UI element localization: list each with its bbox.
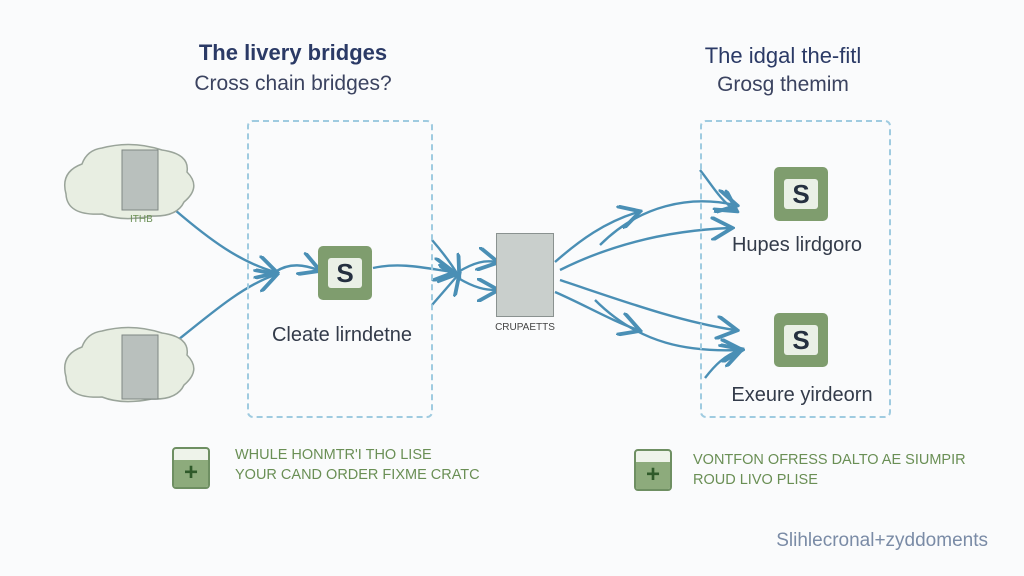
legend-text-1: Whule honmtr'i tho liseYour cand order f… <box>235 447 480 483</box>
right-subtitle: Grosɡ themim <box>717 73 849 96</box>
arrow-source2-to-left <box>177 275 275 341</box>
legend-plus-icon: + <box>634 449 672 491</box>
source-node-1 <box>64 143 195 220</box>
arrow-mid-to-bottom <box>559 278 735 330</box>
center-document-label: CRUPAETTS <box>495 322 555 333</box>
center-document-icon <box>496 233 554 317</box>
right-panel <box>700 120 891 418</box>
right-title: The idgal the-fitl <box>704 43 862 68</box>
footer-text: Slihlecronal+zyddoments <box>776 530 988 551</box>
legend-plus-icon: + <box>172 447 210 489</box>
arrow-to-doc-top <box>457 261 496 274</box>
right-bottom-label: Exeure yirdeorn <box>731 384 873 406</box>
left-panel-label: Cleate lirndetne <box>271 324 413 346</box>
right-top-label: Hupes lirdgoro <box>731 234 863 256</box>
arrow-edge-in2 <box>431 275 458 306</box>
arrow-left-to-s <box>274 265 318 272</box>
source-node-2 <box>64 326 195 403</box>
source-label: ITHB <box>130 214 153 225</box>
left-title: The livery bridges <box>198 40 388 65</box>
arrow-curl-bottom <box>704 350 740 379</box>
left-subtitle: Cross chain bridges? <box>194 72 392 95</box>
right-top-s-icon: S <box>774 167 828 221</box>
left-s-icon: S <box>318 246 372 300</box>
arrow-curl-top <box>699 169 735 210</box>
arrow-mid-to-top <box>559 228 730 272</box>
arrow-doc-to-upper <box>554 212 638 263</box>
arrow-to-doc-bottom <box>457 276 496 290</box>
left-panel <box>247 120 433 418</box>
legend-text-2: Vontfon ofress dalto ae siumpirRoud livo… <box>693 452 966 488</box>
right-bottom-s-icon: S <box>774 313 828 367</box>
